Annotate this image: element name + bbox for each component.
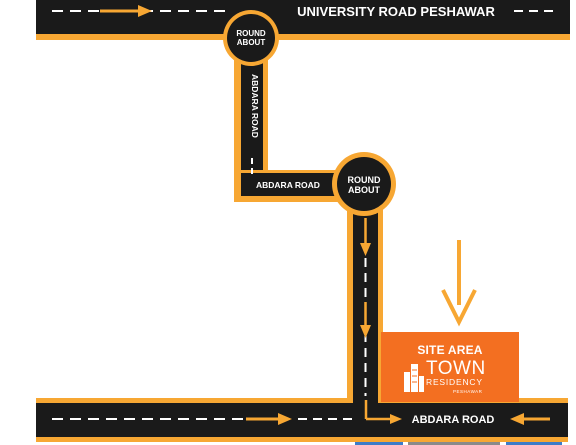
middle-road (241, 170, 344, 196)
site-area-title: SITE AREA (417, 343, 483, 357)
roundabout-1-line2: ABOUT (237, 38, 266, 47)
arrow-right-icon (100, 5, 152, 17)
middle-road-top-edge (241, 170, 344, 173)
top-road (36, 0, 570, 34)
building-logo-icon (404, 364, 424, 392)
arrow-down-icon (441, 240, 477, 327)
roundabout-1-line1: ROUND (236, 29, 266, 38)
brand-residency: RESIDENCY (426, 377, 483, 387)
brand-city: PESHAWAR (453, 389, 483, 394)
roundabout-2: ROUND ABOUT (332, 152, 396, 216)
arrow-down-icon (360, 218, 371, 256)
arrow-right-icon (364, 400, 402, 424)
bottom-road-label: ABDARA ROAD (412, 414, 495, 426)
vertical-road (241, 38, 263, 196)
roundabout-1: ROUND ABOUT (223, 10, 279, 66)
top-road-label: UNIVERSITY ROAD PESHAWAR (297, 4, 495, 19)
arrow-right-icon (246, 413, 292, 425)
vertical-road-label: ABDARA ROAD (250, 74, 260, 138)
arrow-left-icon (510, 413, 550, 425)
middle-road-label: ABDARA ROAD (256, 180, 320, 190)
arrow-down-icon (360, 302, 371, 338)
brand-town: TOWN (426, 358, 486, 379)
roundabout-2-line1: ROUND (348, 175, 381, 185)
roundabout-2-line2: ABOUT (348, 185, 380, 195)
site-area-box: SITE AREA TOWN RESIDENCY PESHAWAR (381, 332, 519, 402)
brand-logo: TOWN RESIDENCY PESHAWAR (401, 356, 511, 398)
